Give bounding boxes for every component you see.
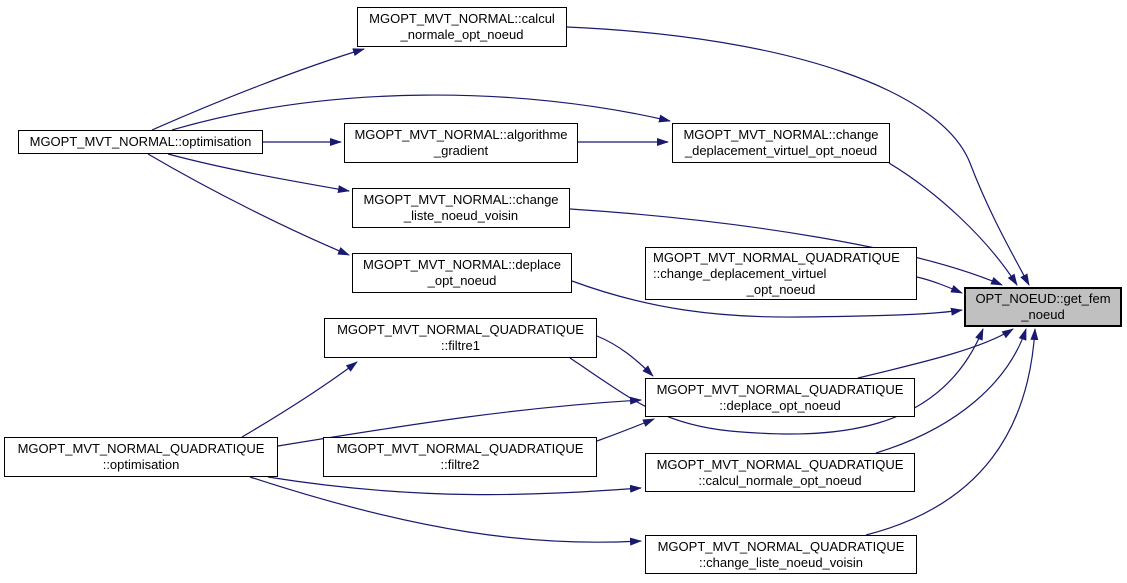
node-label-line: MGOPT_MVT_NORMAL_QUADRATIQUE [656, 381, 904, 397]
node-label-line: ::change_liste_noeud_voisin [698, 554, 864, 570]
edge-q-deplace--opt-noeud-get-fem-noeud [857, 328, 1014, 379]
node-q-filtre2[interactable]: MGOPT_MVT_NORMAL_QUADRATIQUE::filtre2 [323, 437, 597, 477]
node-label-line: MGOPT_MVT_NORMAL::deplace [363, 257, 561, 272]
node-label-line: _opt_noeud [746, 281, 816, 297]
node-q-filtre1[interactable]: MGOPT_MVT_NORMAL_QUADRATIQUE::filtre1 [324, 318, 597, 358]
edge-n-optimisation--n-change-liste [167, 153, 350, 194]
node-label-line: MGOPT_MVT_NORMAL_QUADRATIQUE [337, 322, 584, 337]
node-label-line: ::filtre2 [440, 457, 480, 472]
node-label-line: MGOPT_MVT_NORMAL_QUADRATIQUE [657, 538, 905, 554]
edge-n-optimisation--n-deplace [147, 153, 350, 256]
node-label-line: MGOPT_MVT_NORMAL_QUADRATIQUE [17, 441, 265, 456]
edge-q-optimisation--q-change-liste [249, 476, 642, 546]
node-label-line: MGOPT_MVT_NORMAL::optimisation [29, 134, 252, 149]
node-label-line: MGOPT_MVT_NORMAL::change [683, 127, 879, 142]
node-q-change-liste[interactable]: MGOPT_MVT_NORMAL_QUADRATIQUE::change_lis… [645, 535, 917, 574]
edge-q-change-deplacement--opt-noeud-get-fem-noeud [916, 276, 963, 294]
node-q-deplace[interactable]: MGOPT_MVT_NORMAL_QUADRATIQUE::deplace_op… [645, 378, 915, 417]
edge-n-deplace--opt-noeud-get-fem-noeud [571, 280, 963, 318]
edge-n-change-deplacement--opt-noeud-get-fem-noeud [888, 162, 1018, 286]
node-label-line: MGOPT_MVT_NORMAL::calcul [369, 11, 555, 26]
node-q-change-deplacement[interactable]: MGOPT_MVT_NORMAL_QUADRATIQUE::change_dep… [645, 247, 917, 300]
edge-n-change-liste--opt-noeud-get-fem-noeud [569, 208, 1003, 286]
edge-q-calcul-normale--opt-noeud-get-fem-noeud [875, 328, 1027, 454]
edge-q-change-liste--opt-noeud-get-fem-noeud [865, 328, 1039, 536]
node-n-algorithme-gradient[interactable]: MGOPT_MVT_NORMAL::algorithme_gradient [344, 123, 578, 163]
edge-n-optimisation--n-calcul-normale [151, 48, 365, 131]
node-label-line: ::change_deplacement_virtuel [653, 265, 827, 281]
edge-q-filtre2--q-deplace [596, 418, 655, 442]
node-opt-noeud-get-fem-noeud: OPT_NOEUD::get_fem_noeud [964, 287, 1122, 327]
node-n-deplace[interactable]: MGOPT_MVT_NORMAL::deplace_opt_noeud [352, 253, 572, 293]
node-label-line: MGOPT_MVT_NORMAL_QUADRATIQUE [653, 249, 900, 265]
node-label-line: _gradient [433, 143, 489, 158]
node-label-line: MGOPT_MVT_NORMAL::change [363, 192, 559, 207]
node-label-line: _deplacement_virtuel_opt_noeud [684, 143, 878, 158]
edge-q-optimisation--q-calcul-normale [267, 476, 642, 496]
edge-n-optimisation--n-change-deplacement [171, 94, 671, 131]
node-label-line: MGOPT_MVT_NORMAL_QUADRATIQUE [656, 456, 904, 472]
node-label-line: ::filtre1 [440, 338, 480, 353]
node-label-line: OPT_NOEUD::get_fem [975, 291, 1111, 306]
node-label-line: _normale_opt_noeud [400, 27, 524, 42]
node-label-line: ::deplace_opt_noeud [719, 397, 841, 413]
node-n-change-deplacement[interactable]: MGOPT_MVT_NORMAL::change_deplacement_vir… [672, 123, 890, 163]
node-q-optimisation[interactable]: MGOPT_MVT_NORMAL_QUADRATIQUE::optimisati… [4, 437, 278, 477]
edge-q-filtre1--q-deplace [596, 335, 654, 377]
node-label-line: _liste_noeud_voisin [403, 208, 519, 223]
edge-q-optimisation--q-filtre1 [241, 361, 358, 438]
node-n-change-liste[interactable]: MGOPT_MVT_NORMAL::change_liste_noeud_voi… [352, 188, 570, 228]
node-label-line: ::calcul_normale_opt_noeud [698, 472, 862, 488]
node-label-line: _noeud [1021, 307, 1065, 322]
node-q-calcul-normale[interactable]: MGOPT_MVT_NORMAL_QUADRATIQUE::calcul_nor… [645, 453, 915, 492]
node-label-line: MGOPT_MVT_NORMAL_QUADRATIQUE [336, 441, 584, 456]
node-label-line: MGOPT_MVT_NORMAL::algorithme [354, 127, 568, 142]
edge-n-calcul-normale--opt-noeud-get-fem-noeud [566, 26, 1030, 286]
node-label-line: ::optimisation [102, 457, 180, 472]
edge-q-filtre1--opt-noeud-get-fem-noeud [569, 328, 984, 435]
node-n-calcul-normale[interactable]: MGOPT_MVT_NORMAL::calcul_normale_opt_noe… [357, 7, 567, 47]
node-n-optimisation[interactable]: MGOPT_MVT_NORMAL::optimisation [18, 130, 263, 154]
node-label-line: _opt_noeud [427, 273, 497, 288]
